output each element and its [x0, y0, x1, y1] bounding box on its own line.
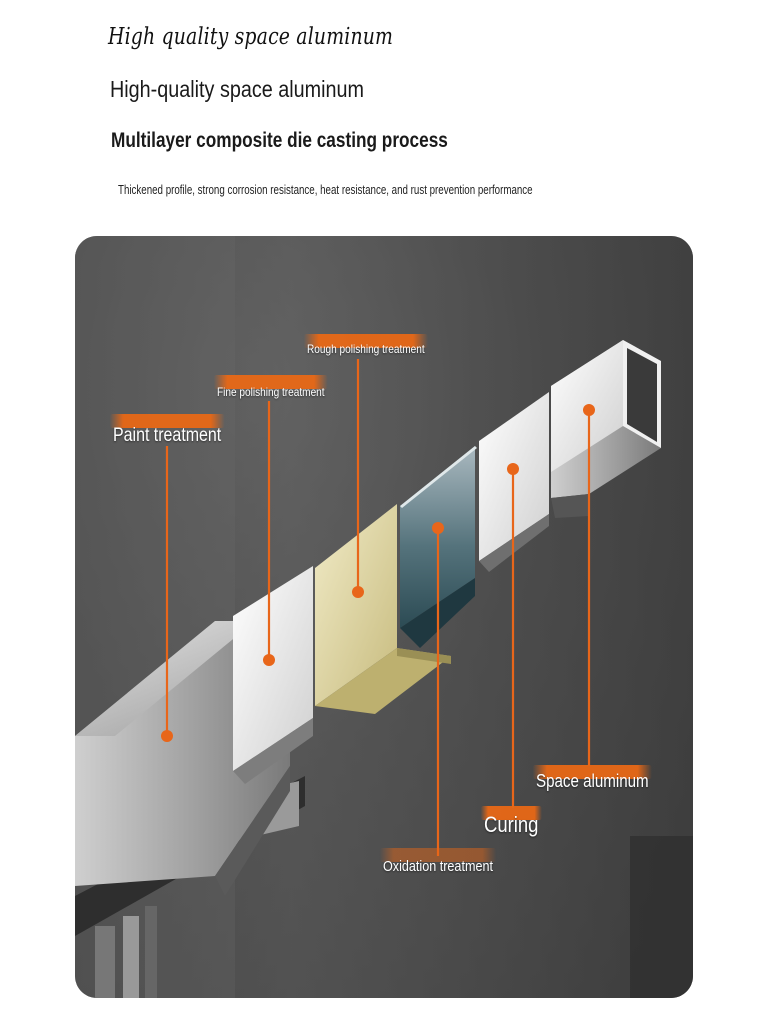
page-title: High-quality space aluminum	[110, 76, 364, 102]
aluminum-profile-illustration	[75, 236, 693, 998]
label-paint-treatment: Paint treatment	[109, 414, 225, 447]
label-rough-polishing: Rough polishing treatment	[303, 334, 429, 356]
product-illustration-panel: Rough polishing treatment Fine polishing…	[75, 236, 693, 998]
label-fine-polishing: Fine polishing treatment	[213, 375, 328, 399]
callout-lines	[165, 359, 591, 856]
callout-dots	[161, 404, 595, 742]
page-subtitle: Multilayer composite die casting process	[111, 129, 448, 152]
label-space-aluminum: Space aluminum	[532, 765, 652, 792]
label-curing: Curing	[480, 806, 542, 838]
script-title: High quality space aluminum	[108, 24, 394, 50]
product-description: Thickened profile, strong corrosion resi…	[118, 183, 533, 197]
label-oxidation-treatment: Oxidation treatment	[379, 848, 497, 875]
